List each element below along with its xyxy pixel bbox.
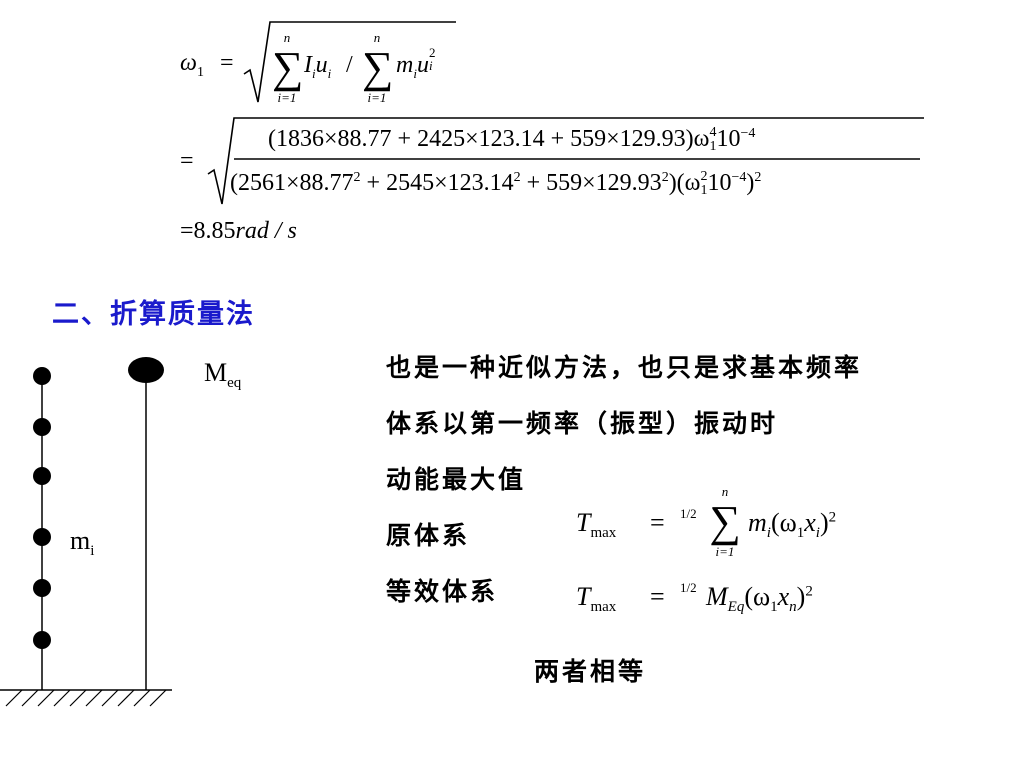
radical-sign-1 <box>243 21 456 103</box>
label-equivalent-system: 等效体系 <box>386 577 499 606</box>
description-line-1: 也是一种近似方法，也只是求基本频率 <box>386 353 863 382</box>
one-half-original: 1/2 <box>680 506 697 521</box>
fraction-denominator: (2561×88.772 + 2545×123.142 + 559×129.93… <box>230 169 762 198</box>
mass-label-mi: mi <box>70 526 95 560</box>
summation-2: n ∑ i=1 <box>362 30 394 105</box>
ground-hatch <box>5 689 167 707</box>
conclusion-text: 两者相等 <box>534 657 647 686</box>
omega-lhs: ω1 <box>180 50 204 80</box>
summation-1: n ∑ i=1 <box>272 30 304 105</box>
lumped-mass <box>33 467 51 485</box>
fraction-numerator: (1836×88.77 + 2425×123.14 + 559×129.93)ω… <box>268 125 756 154</box>
sigma-icon: ∑ <box>272 43 304 92</box>
lumped-mass <box>33 418 51 436</box>
lumped-mass <box>33 367 51 385</box>
result-line: =8.85rad / s <box>180 218 297 244</box>
radical-sign-2 <box>207 117 924 205</box>
structure-diagram <box>0 357 172 707</box>
sum1-terms: Iiui <box>304 52 332 81</box>
summation-original: n ∑ i=1 <box>709 484 741 559</box>
description-line-2: 体系以第一频率（振型）振动时 <box>386 409 779 438</box>
sigma-icon: ∑ <box>362 43 394 92</box>
equals-sign-original: = <box>650 508 665 537</box>
equals-sign-equivalent: = <box>650 582 665 611</box>
lumped-mass <box>33 528 51 546</box>
sigma-icon: ∑ <box>709 497 741 546</box>
original-terms: mi(ω1xi)2 <box>748 508 837 542</box>
equivalent-terms: MEq(ω1xn)2 <box>706 582 813 616</box>
mass-label-meq: Meq <box>204 358 242 392</box>
t-max-original: Tmax <box>576 508 617 542</box>
t-max-equivalent: Tmax <box>576 582 617 616</box>
one-half-equivalent: 1/2 <box>680 580 697 595</box>
label-original-system: 原体系 <box>386 521 471 550</box>
slash: / <box>346 52 353 78</box>
lumped-mass <box>33 631 51 649</box>
equals-sign: = <box>220 50 234 76</box>
section-heading: 二、折算质量法 <box>52 299 255 330</box>
description-line-3: 动能最大值 <box>386 465 527 494</box>
equals-sign-2: = <box>180 148 194 174</box>
equivalent-mass <box>128 357 164 383</box>
lumped-mass <box>33 579 51 597</box>
